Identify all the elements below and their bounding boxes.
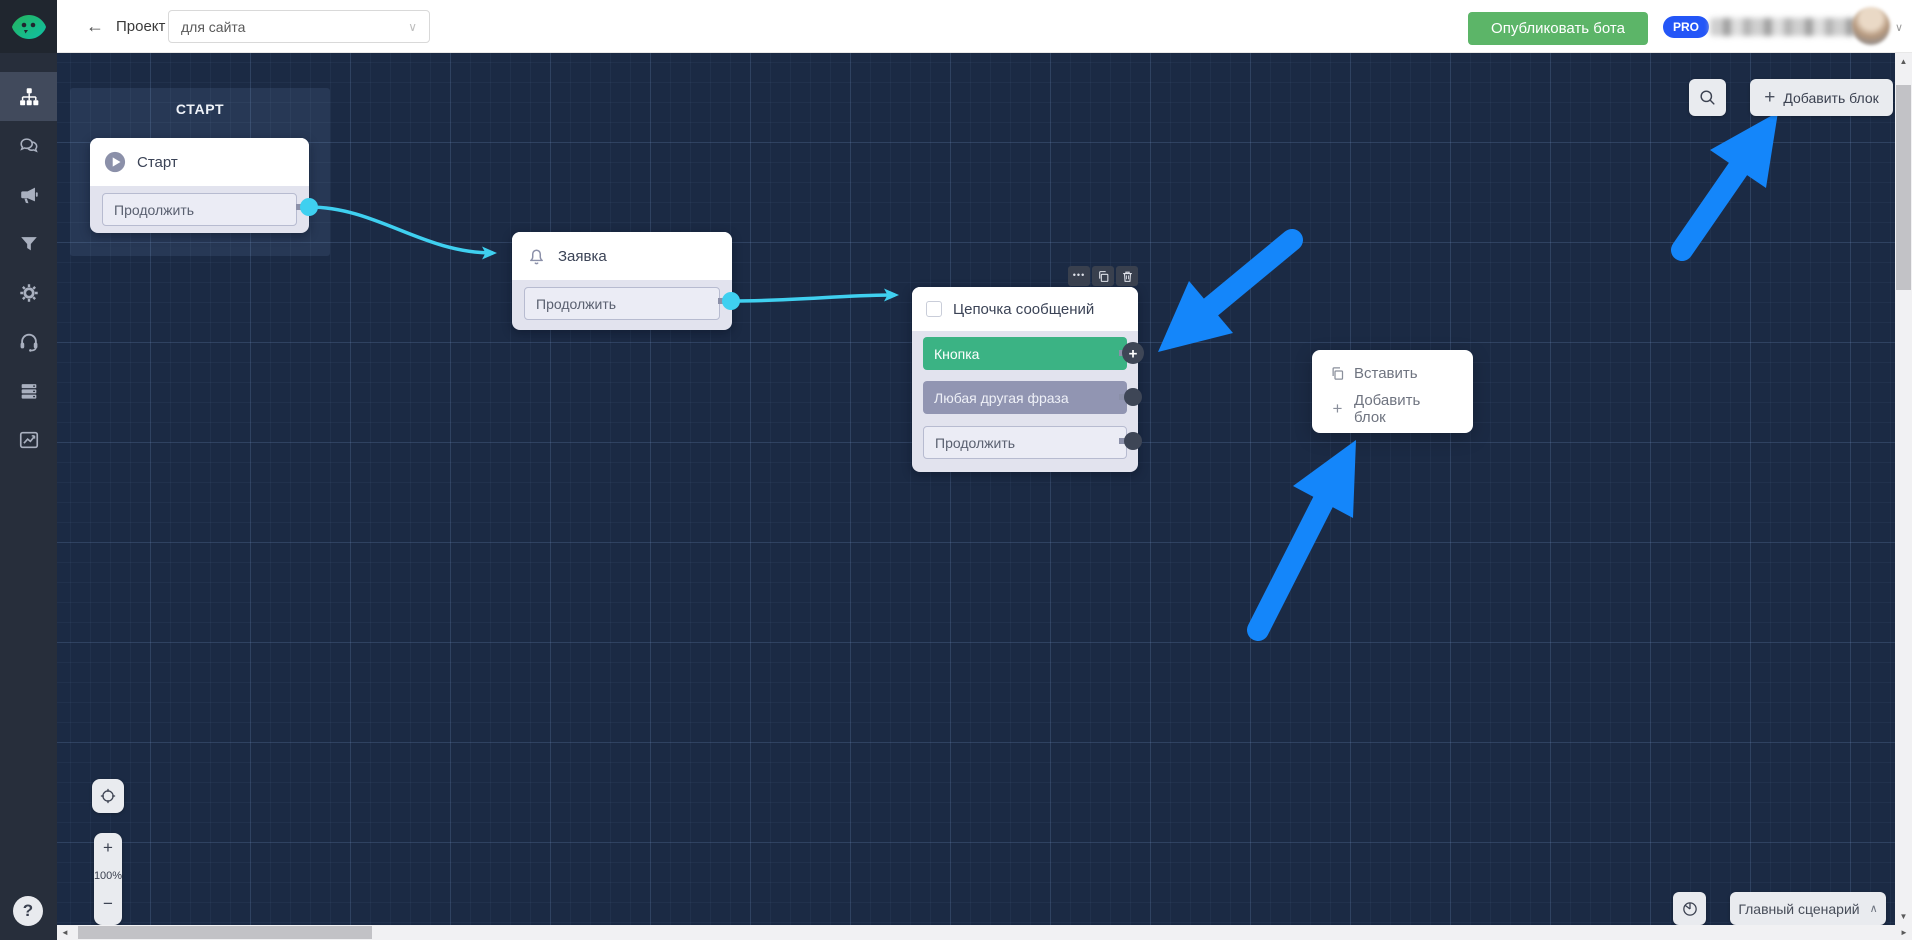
node-zayavka[interactable]: Заявка Продолжить [512, 232, 732, 330]
scenario-selector-button[interactable]: Главный сценарий ∧ [1730, 892, 1886, 925]
add-block-button[interactable]: + Добавить блок [1750, 79, 1893, 116]
back-arrow-icon[interactable]: ← [86, 0, 104, 52]
avatar[interactable] [1852, 7, 1890, 45]
zoom-out-button[interactable]: − [94, 889, 122, 919]
connections-overlay: + [57, 53, 1895, 925]
node-button-continue[interactable]: Продолжить [524, 287, 720, 320]
bell-icon [526, 246, 547, 267]
app-logo[interactable] [0, 0, 57, 53]
chevron-up-icon: ∧ [1870, 902, 1878, 915]
scenario-label: Главный сценарий [1738, 901, 1859, 917]
zoom-in-button[interactable]: + [94, 833, 122, 863]
node-button-label: Продолжить [114, 202, 194, 218]
context-menu-paste[interactable]: Вставить [1312, 356, 1473, 391]
chain-row-any-phrase[interactable]: Любая другая фраза [923, 381, 1127, 414]
annotation-arrow-head [1158, 281, 1233, 352]
filter-icon [18, 233, 40, 255]
flow-canvas[interactable]: СТАРТ Старт Продолжить Заявка Пр [57, 53, 1895, 925]
crosshair-icon [99, 787, 117, 805]
chain-row-button[interactable]: Кнопка [923, 337, 1127, 370]
headset-icon [18, 331, 40, 353]
sidebar-item-settings[interactable] [0, 268, 57, 317]
annotation-arrow-head [1710, 112, 1778, 188]
bot-selector-dropdown[interactable]: для сайта ∨ [168, 10, 430, 43]
sidebar-item-dialogs[interactable] [0, 121, 57, 170]
chain-row-label: Любая другая фраза [934, 390, 1069, 406]
node-title: Заявка [558, 248, 607, 265]
chats-icon [18, 135, 40, 157]
scroll-up-icon[interactable]: ▲ [1895, 53, 1912, 70]
user-menu-chevron-icon[interactable]: ∨ [1895, 21, 1903, 34]
node-start[interactable]: Старт Продолжить [90, 138, 309, 233]
annotation-arrow-tail [1258, 502, 1323, 630]
database-icon [18, 380, 40, 402]
settings-gear-icon [18, 282, 40, 304]
sidebar-item-broadcasts[interactable] [0, 170, 57, 219]
pie-chart-icon [1681, 900, 1699, 918]
annotation-arrow-tail [1211, 240, 1292, 307]
node-toolbar: ••• [1068, 266, 1138, 286]
paste-icon [1330, 366, 1345, 381]
connection-zayavka-to-chain[interactable] [731, 295, 895, 301]
horizontal-scrollbar[interactable]: ◄ ► [57, 925, 1912, 940]
more-actions-button[interactable]: ••• [1068, 266, 1090, 286]
annotation-arrow-tail [1682, 169, 1738, 250]
node-title: Цепочка сообщений [953, 301, 1094, 318]
center-view-button[interactable] [92, 779, 124, 813]
chain-row-label: Кнопка [934, 346, 979, 362]
node-checkbox[interactable] [926, 301, 942, 317]
nav-sidebar: ? [0, 53, 57, 940]
canvas-context-menu: Вставить + Добавить блок [1312, 350, 1473, 433]
scroll-down-icon[interactable]: ▼ [1895, 908, 1912, 925]
horizontal-scrollbar-thumb[interactable] [78, 926, 372, 939]
app-header: ← Проект для сайта ∨ Опубликовать бота P… [0, 0, 1912, 53]
vertical-scrollbar[interactable]: ▲ ▼ [1895, 53, 1912, 925]
sidebar-item-data[interactable] [0, 366, 57, 415]
scroll-left-icon[interactable]: ◄ [57, 925, 73, 940]
user-name-masked[interactable] [1710, 18, 1858, 36]
node-title: Старт [137, 154, 178, 171]
chain-row-label: Продолжить [935, 435, 1015, 451]
context-menu-add-block[interactable]: + Добавить блок [1312, 391, 1473, 426]
connection-start-to-zayavka[interactable] [309, 207, 493, 253]
pro-plan-badge: PRO [1663, 16, 1709, 38]
context-menu-label: Вставить [1354, 365, 1418, 382]
node-button-label: Продолжить [536, 296, 616, 312]
scenario-stats-button[interactable] [1673, 892, 1706, 925]
node-button-continue[interactable]: Продолжить [102, 193, 297, 226]
sidebar-item-flows[interactable] [0, 72, 57, 121]
add-block-label: Добавить блок [1783, 90, 1878, 106]
bot-selector-value: для сайта [181, 19, 245, 35]
plus-icon: + [1330, 399, 1345, 419]
publish-bot-button[interactable]: Опубликовать бота [1468, 12, 1648, 45]
help-button[interactable]: ? [13, 896, 43, 926]
context-menu-label: Добавить блок [1354, 392, 1455, 426]
sidebar-item-funnels[interactable] [0, 219, 57, 268]
sidebar-item-support[interactable] [0, 317, 57, 366]
zoom-controls: + 100% − [94, 833, 122, 925]
duplicate-button[interactable] [1092, 266, 1114, 286]
vertical-scrollbar-thumb[interactable] [1896, 85, 1911, 290]
scroll-right-icon[interactable]: ► [1896, 925, 1912, 940]
flowchart-icon [18, 86, 40, 108]
project-label: Проект [116, 0, 165, 52]
annotation-arrow-head [1293, 440, 1356, 518]
delete-button[interactable] [1116, 266, 1138, 286]
node-message-chain[interactable]: Цепочка сообщений Кнопка Любая другая фр… [912, 287, 1138, 472]
play-icon [104, 151, 126, 173]
megaphone-icon [18, 184, 40, 206]
trash-icon [1121, 270, 1134, 283]
bot-logo-icon [11, 14, 47, 40]
search-icon [1698, 88, 1717, 107]
stats-chart-icon [18, 429, 40, 451]
plus-icon: + [1764, 87, 1775, 109]
group-title: СТАРТ [70, 88, 330, 117]
copy-icon [1097, 270, 1110, 283]
chain-row-continue[interactable]: Продолжить [923, 426, 1127, 459]
chevron-down-icon: ∨ [408, 20, 417, 34]
zoom-level: 100% [94, 863, 122, 889]
canvas-search-button[interactable] [1689, 79, 1726, 116]
sidebar-item-statistics[interactable] [0, 415, 57, 464]
